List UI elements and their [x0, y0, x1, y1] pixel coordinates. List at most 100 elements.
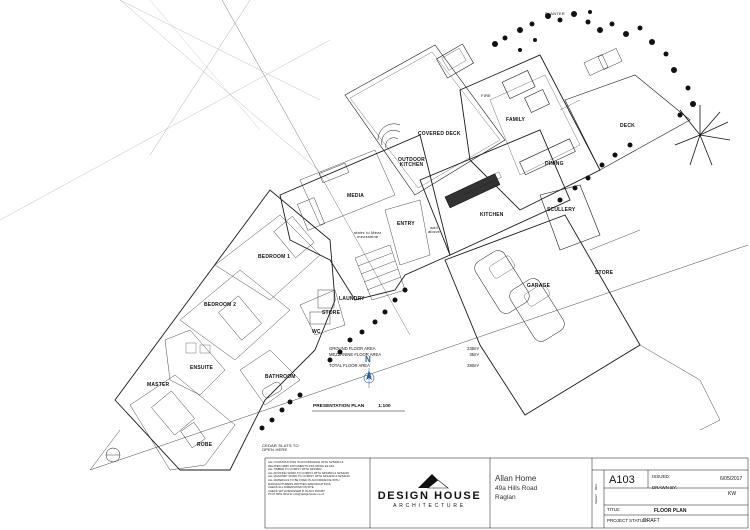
- garage: [444, 214, 641, 416]
- note-line: ALL ROOFING WORK TO COMPLY WITH NZS3604 …: [268, 471, 349, 475]
- room-label-wall-above: wall above: [428, 225, 440, 234]
- room-label-fire: FIRE: [481, 93, 491, 98]
- area-value: 35m²: [469, 352, 479, 357]
- total-label: TOTAL FLOOR AREA: [329, 363, 370, 368]
- company-logo: DESIGN HOUSE ARCHITECTURE: [377, 470, 482, 509]
- note-line: CHECK ALL DIMENSIONS ON SITE: [268, 486, 314, 490]
- site-line: [119, 0, 331, 181]
- room-label-family: FAMILY: [506, 117, 526, 123]
- client-info: Allan Home 49a Hills Road Raglan: [495, 474, 537, 503]
- note-line: MANUFACTURERS WRITTEN SPECIFICATIONS: [268, 482, 331, 486]
- covered-deck-outline: [344, 44, 506, 196]
- room-label-laundry: LAUNDRY: [339, 296, 365, 302]
- dining-table: [519, 138, 576, 176]
- media-room: [299, 149, 396, 226]
- room-label-entry: ENTRY: [397, 221, 415, 227]
- area-row: GROUND FLOOR AREA 235m²: [329, 346, 479, 352]
- room-label-dining: DINING: [545, 161, 564, 167]
- issued-value: 6/05/2017: [720, 476, 743, 482]
- area-label: GROUND FLOOR AREA: [329, 346, 376, 351]
- area-label: MEZZANINE FLOOR AREA: [329, 352, 382, 357]
- room-label-store-garage: STORE: [595, 270, 614, 276]
- room-label-bedroom-1: BEDROOM 1: [258, 254, 291, 260]
- laundry: [317, 289, 335, 309]
- logo-mark: [418, 474, 449, 489]
- site-line: [149, 0, 261, 131]
- bedroom-1: [214, 214, 321, 301]
- note-line: RELATED NZBC DOCUMENTS INCLUDING E2 AS1: [268, 464, 335, 468]
- palm-tree: [674, 105, 731, 166]
- sheet-number: A103: [609, 474, 635, 486]
- sofa: [524, 89, 550, 113]
- room-label-media: MEDIA: [347, 193, 365, 199]
- label-cedar-slats: CEDAR SLATS TO OPEN HERE: [262, 443, 299, 452]
- boundary-line: [89, 244, 749, 471]
- logo-brand: DESIGN HOUSE: [377, 490, 482, 502]
- presentation-plan-label: PRESENTATION PLAN: [313, 404, 365, 409]
- room-label-stairs: stairs to Mezz mezzanine: [354, 230, 382, 239]
- note-line: ALL TIMBER TO COMPLY WITH NZS3602: [268, 468, 322, 472]
- family-rug: [489, 74, 581, 176]
- bathroom: [239, 349, 301, 406]
- area-total-row: TOTAL FLOOR AREA 280m²: [329, 363, 479, 369]
- drawn-value: KW: [728, 491, 737, 497]
- area-row: MEZZANINE FLOOR AREA 35m²: [329, 352, 479, 358]
- site-line: [0, 39, 331, 221]
- room-label-covered-deck: COVERED DECK: [418, 131, 461, 137]
- sheet-label: SHEET: [594, 493, 598, 504]
- deck-outline: [564, 74, 691, 171]
- bedroom-wing: [114, 189, 336, 471]
- label-planter: PLANTER: [545, 11, 565, 16]
- note-line: Ph 07 8251 0010 E: info@designhouse.co.n…: [268, 493, 325, 497]
- note-line: ALL MASONRY WORK TO COMPLY WITH NZS4229 …: [268, 475, 350, 479]
- room-label-deck: DECK: [620, 123, 635, 129]
- issued-label: ISSUED:: [652, 474, 671, 479]
- pergola-inner: [441, 48, 467, 71]
- total-value: 280m²: [467, 363, 479, 368]
- room-label-bedroom-2: BEDROOM 2: [204, 302, 237, 308]
- scullery: [539, 184, 601, 251]
- boundary-line: [89, 429, 121, 471]
- room-label-store-hall: STORE: [322, 310, 341, 316]
- room-label-scullery: SCULLERY: [547, 207, 576, 213]
- bedroom-2: [179, 269, 291, 361]
- note-line: ALL CONSTRUCTION IN ACCORDANCE WITH NZS3…: [268, 461, 344, 464]
- client-address-2: Raglan: [495, 494, 516, 501]
- room-label-master: MASTER: [147, 382, 170, 388]
- note-line: CHECK WITH DESIGNER IF IN ANY DOUBT: [268, 489, 325, 493]
- presentation-plan-title: PRESENTATION PLAN 1:100: [313, 404, 391, 409]
- compass-north-label: N: [365, 355, 371, 364]
- master: [129, 374, 236, 471]
- stairs: [354, 244, 406, 301]
- kitchen-block: [419, 129, 571, 256]
- store: [309, 311, 331, 325]
- room-label-ensuite: ENSUITE: [190, 365, 214, 371]
- trees: [259, 10, 696, 431]
- sofa: [501, 70, 536, 99]
- area-table: GROUND FLOOR AREA 235m² MEZZANINE FLOOR …: [329, 346, 479, 369]
- drawn-label: DRAWN BY:: [652, 485, 678, 490]
- pergola: [436, 43, 474, 79]
- title-label: TITLE:: [607, 507, 621, 512]
- rev-label: REV: [594, 483, 598, 490]
- note-line: ALL MATERIALS TO BE FIXED IN ACCORDANCE …: [268, 478, 340, 482]
- compass: [363, 368, 375, 388]
- room-label-robe: ROBE: [197, 442, 213, 448]
- room-label-outdoor-kitchen: OUTDOOR KITCHEN: [398, 157, 425, 168]
- room-label-garage: GARAGE: [527, 283, 551, 289]
- status-value: DRAFT: [643, 518, 660, 524]
- central-body: [279, 134, 451, 301]
- general-notes: ALL CONSTRUCTION IN ACCORDANCE WITH NZS3…: [268, 461, 363, 497]
- room-label-wc: WC: [312, 329, 321, 335]
- client-name: Allan Home: [495, 474, 537, 483]
- ensuite: [164, 329, 226, 396]
- presentation-plan-scale: 1:100: [378, 404, 391, 409]
- client-address-1: 49a Hills Road: [495, 484, 538, 492]
- cars: [474, 250, 565, 342]
- title-block-frames: [264, 457, 749, 529]
- wc: [299, 289, 346, 336]
- site-line: [149, 0, 251, 156]
- title-value: FLOOR PLAN: [654, 508, 687, 514]
- area-value: 235m²: [467, 346, 479, 351]
